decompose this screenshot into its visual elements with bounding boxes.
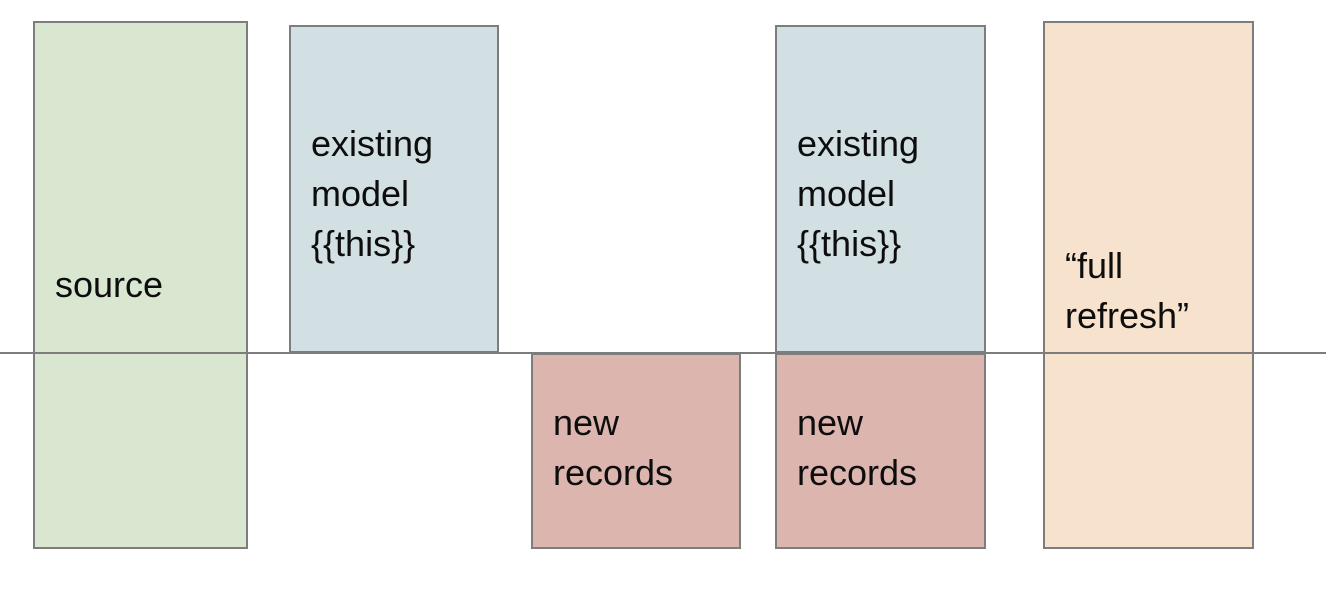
box-source[interactable]: source: [33, 21, 248, 549]
box-new-records-1[interactable]: new records: [531, 353, 741, 549]
box-new-records-1-label: new records: [553, 402, 674, 493]
box-source-label: source: [55, 264, 164, 305]
box-existing-model-2[interactable]: existing model {{this}}: [775, 25, 986, 353]
box-new-records-2[interactable]: new records: [775, 353, 986, 549]
box-existing-model-1[interactable]: existing model {{this}}: [289, 25, 499, 353]
box-existing-model-2-label: existing model {{this}}: [797, 123, 920, 264]
box-full-refresh-label: “full refresh”: [1065, 245, 1190, 336]
box-existing-model-1-label: existing model {{this}}: [311, 123, 434, 264]
horizontal-divider-line: [0, 352, 1326, 354]
box-new-records-2-label: new records: [797, 402, 918, 493]
box-full-refresh[interactable]: “full refresh”: [1043, 21, 1254, 549]
